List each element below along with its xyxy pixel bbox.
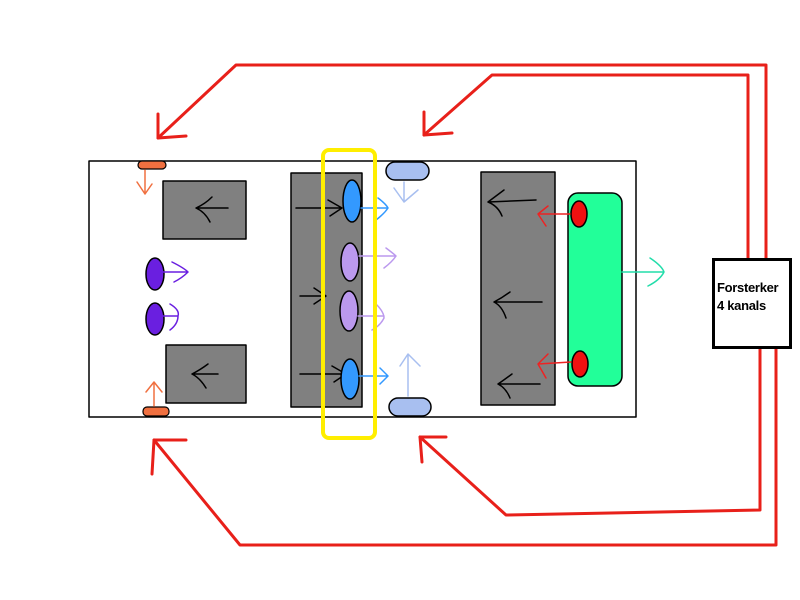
wire-front-left-arrowhead: [156, 112, 188, 140]
sub-arrow-icon: [537, 353, 572, 379]
door-tweeter-top: [385, 161, 430, 181]
seat-arrow-icon: [191, 363, 219, 389]
seat-arrow-icon: [497, 373, 541, 399]
speaker-arrow-icon: [162, 261, 189, 283]
subwoofer-driver: [571, 350, 589, 378]
door-speaker-rear: [340, 358, 360, 400]
wire-front-left: [156, 63, 768, 260]
amplifier-label-line1: Forsterker: [717, 280, 779, 295]
tweeter-arrow-icon: [399, 353, 421, 397]
wiring: [150, 63, 778, 547]
tweeter-arrow-icon: [136, 169, 153, 195]
sub-arrow-icon: [537, 205, 571, 227]
speaker-arrow-icon: [162, 303, 180, 331]
highlight-frame: [321, 148, 377, 440]
front-tweeter-left: [137, 160, 167, 170]
wire-front-right-arrowhead: [422, 110, 454, 137]
tweeter-arrow-icon: [145, 381, 163, 407]
tweeter-arrow-icon: [393, 181, 419, 203]
amplifier-box: Forsterker 4 kanals: [712, 258, 792, 349]
door-speaker-front: [342, 179, 362, 223]
midrange-speaker-top: [340, 242, 360, 282]
dash-speaker-left: [145, 257, 165, 291]
sub-out-arrow-icon: [621, 257, 665, 287]
dash-speaker-right: [145, 302, 165, 336]
rear-seat-bench: [480, 171, 556, 406]
midrange-speaker-bottom: [339, 290, 359, 332]
door-tweeter-bottom: [388, 397, 432, 417]
seat-arrow-icon: [195, 196, 229, 223]
seat-arrow-icon: [487, 189, 537, 217]
wire-rear-right-arrowhead: [418, 435, 448, 464]
wire-rear-left-arrowhead: [150, 438, 188, 476]
speaker-arrow-icon: [358, 247, 397, 269]
front-tweeter-right: [142, 406, 170, 417]
subwoofer-box: [567, 192, 623, 387]
subwoofer-driver: [570, 200, 588, 228]
seat-arrow-icon: [493, 291, 543, 319]
front-seat-left: [162, 180, 247, 240]
amplifier-label-line2: 4 kanals: [717, 298, 766, 313]
wire-front-right: [422, 73, 750, 260]
seat-arrow-icon: [295, 199, 343, 217]
wire-rear-right: [418, 347, 762, 517]
wire-rear-left: [152, 347, 778, 547]
